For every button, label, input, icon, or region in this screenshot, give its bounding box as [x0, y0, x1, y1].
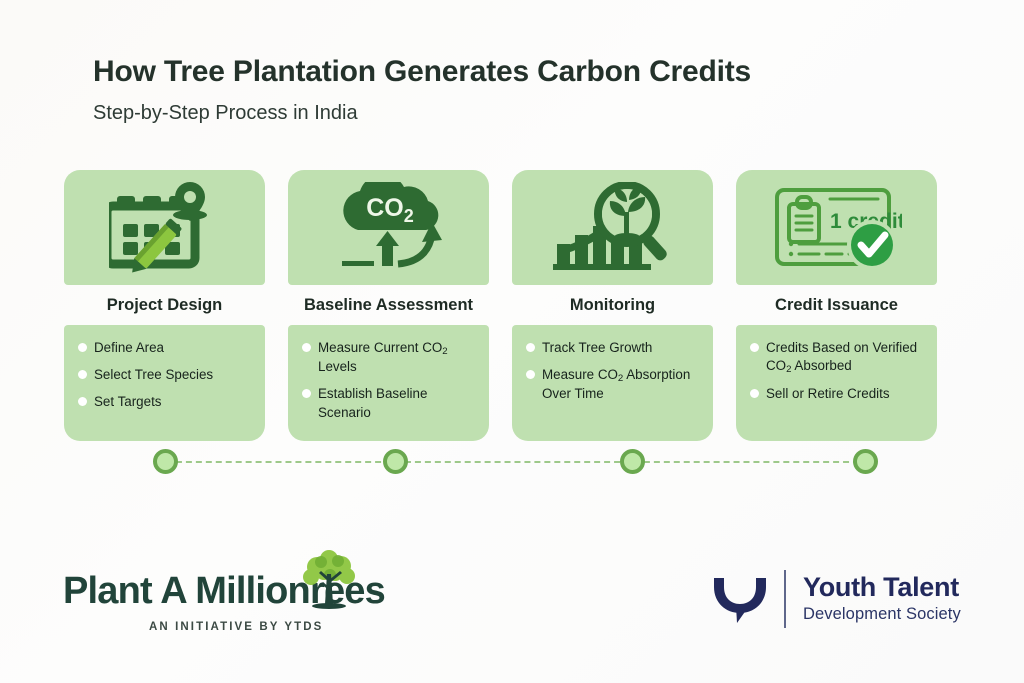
- list-item: Select Tree Species: [78, 366, 253, 384]
- plant-a-million-trees-logo[interactable]: Plant A Million rees: [63, 550, 423, 633]
- page-title: How Tree Plantation Generates Carbon Cre…: [93, 55, 752, 88]
- bullet-dot-icon: [750, 343, 759, 352]
- step-icon-box: CO2: [288, 170, 489, 285]
- process-timeline: [64, 449, 961, 475]
- list-item: Set Targets: [78, 393, 253, 411]
- step-bullets-box: Define Area Select Tree Species Set Targ…: [64, 325, 265, 441]
- bullet-text: Establish Baseline Scenario: [318, 386, 428, 420]
- list-item: Define Area: [78, 339, 253, 357]
- list-item: Measure Current CO2 Levels: [302, 339, 477, 376]
- logo-tagline: AN INITIATIVE BY YTDS: [149, 621, 324, 633]
- timeline-node-3[interactable]: [620, 449, 645, 474]
- calendar-location-pencil-icon: [108, 181, 207, 272]
- step-icon-box: [512, 170, 713, 285]
- list-item: Measure CO2 Absorption Over Time: [526, 366, 701, 403]
- ytds-subtitle: Development Society: [803, 604, 961, 623]
- bullet-text: Define Area: [94, 340, 164, 355]
- step-card-monitoring[interactable]: Monitoring Track Tree Growth Measure CO2…: [512, 170, 713, 441]
- bullet-dot-icon: [78, 343, 87, 352]
- step-bullets-box: Track Tree Growth Measure CO2 Absorption…: [512, 325, 713, 441]
- bullet-text: Credits Based on Verified CO2 Absorbed: [766, 340, 918, 376]
- bullet-dot-icon: [526, 343, 535, 352]
- bullet-text: Select Tree Species: [94, 367, 214, 383]
- ytds-logo[interactable]: Youth Talent Development Society: [709, 570, 961, 628]
- bullet-text: Set Targets: [94, 394, 162, 410]
- list-item: Track Tree Growth: [526, 339, 701, 357]
- magnifier-sapling-barchart-icon: [552, 181, 667, 270]
- bullet-dot-icon: [526, 370, 535, 380]
- bullet-dot-icon: [302, 343, 311, 352]
- step-card-project-design[interactable]: Project Design Define Area Select Tree S…: [64, 170, 265, 441]
- bullet-text: Sell or Retire Credits: [766, 386, 890, 402]
- step-bullet-list: Credits Based on Verified CO2 Absorbed S…: [750, 339, 925, 404]
- step-icon-box: [64, 170, 265, 285]
- page-subtitle: Step-by-Step Process in India: [93, 102, 358, 124]
- ytds-name: Youth Talent: [803, 572, 959, 603]
- step-bullet-list: Define Area Select Tree Species Set Targ…: [78, 339, 253, 412]
- step-card-credit-issuance[interactable]: 1 credit Credit Issuance: [736, 170, 937, 441]
- timeline-node-2[interactable]: [383, 449, 408, 474]
- ytds-text-block: Youth Talent Development Society: [803, 574, 961, 624]
- step-card-baseline-assessment[interactable]: CO2 Baseline Assessment Measure Current …: [288, 170, 489, 441]
- step-bullet-list: Measure Current CO2 Levels Establish Bas…: [302, 339, 477, 422]
- bullet-text: Track Tree Growth: [542, 340, 653, 355]
- ytds-y-mark-icon: [714, 578, 766, 623]
- bullet-dot-icon: [302, 389, 311, 399]
- co2-cloud-arrow-icon: CO2: [341, 181, 442, 267]
- step-bullets-box: Credits Based on Verified CO2 Absorbed S…: [736, 325, 937, 441]
- clipboard-icon: [786, 194, 821, 244]
- bullet-dot-icon: [78, 397, 87, 407]
- tree-icon: [303, 550, 355, 609]
- timeline-node-4[interactable]: [853, 449, 878, 474]
- baseline-rule: [341, 260, 374, 266]
- logo-wordmark-row: Plant A Million rees: [63, 550, 423, 612]
- list-item: Establish Baseline Scenario: [302, 385, 477, 421]
- list-item: Credits Based on Verified CO2 Absorbed: [750, 339, 925, 376]
- location-pin-icon: [172, 181, 207, 221]
- bullet-dot-icon: [750, 389, 759, 399]
- logo-wordmark-part1: Plant A Million: [63, 570, 311, 612]
- bullet-text: Measure CO2 Absorption Over Time: [542, 367, 691, 402]
- check-badge-icon: [846, 219, 897, 270]
- step-title: Monitoring: [569, 295, 656, 314]
- pencil-icon: [131, 218, 181, 272]
- sapling-icon: [609, 185, 645, 241]
- bullet-dot-icon: [78, 370, 87, 380]
- up-arrow-icon: [375, 230, 399, 266]
- step-icon-box: 1 credit: [736, 170, 937, 285]
- timeline-dashed-line: [166, 461, 859, 463]
- step-title: Project Design: [106, 295, 223, 314]
- step-title: Credit Issuance: [775, 295, 898, 314]
- step-bullets-box: Measure Current CO2 Levels Establish Bas…: [288, 325, 489, 441]
- list-item: Sell or Retire Credits: [750, 385, 925, 403]
- bullet-text: Measure Current CO2 Levels: [318, 340, 448, 375]
- step-bullet-list: Track Tree Growth Measure CO2 Absorption…: [526, 339, 701, 404]
- certificate-check-icon: 1 credit: [774, 187, 902, 270]
- page-header: How Tree Plantation Generates Carbon Cre…: [93, 55, 751, 125]
- timeline-node-1[interactable]: [153, 449, 178, 474]
- logo-divider: [784, 570, 786, 628]
- step-title: Baseline Assessment: [303, 295, 474, 314]
- process-steps: Project Design Define Area Select Tree S…: [64, 170, 961, 441]
- tree-trunk: [312, 571, 346, 609]
